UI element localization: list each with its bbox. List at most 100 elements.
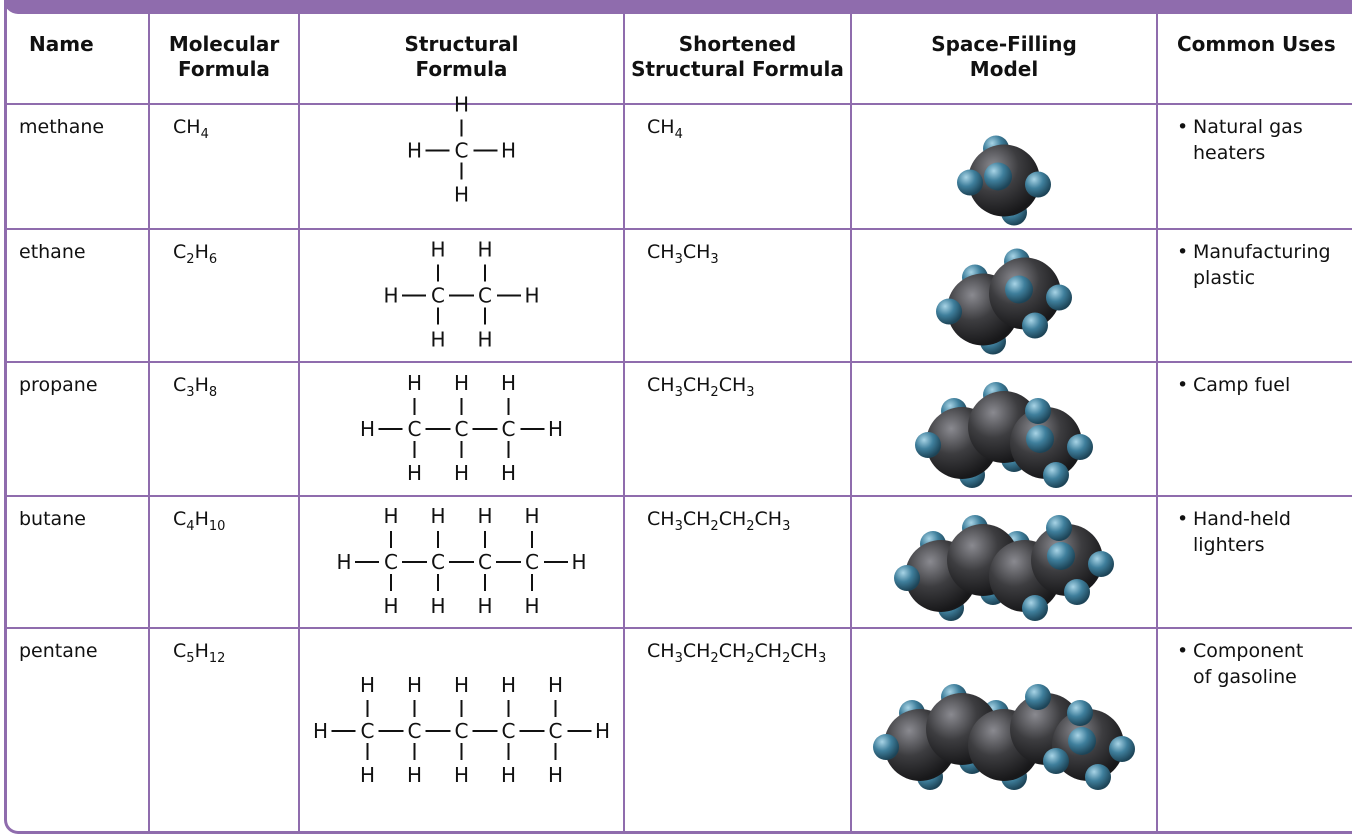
shortened-formula-part: CH bbox=[647, 241, 675, 263]
hydrogen-sphere bbox=[1043, 462, 1069, 488]
molecular-formula-part: C bbox=[173, 374, 187, 396]
carbon-atom: C bbox=[361, 719, 375, 743]
hydrogen-atom: H bbox=[383, 284, 398, 308]
hydrogen-atom: H bbox=[336, 550, 351, 574]
common-uses-text: Camp fuel bbox=[1193, 372, 1290, 398]
common-uses-line: Natural gas bbox=[1193, 116, 1303, 138]
space-filling-model bbox=[873, 684, 1135, 790]
hydrogen-atom: H bbox=[477, 238, 492, 262]
hydrogen-sphere bbox=[1022, 595, 1048, 621]
hydrogen-sphere bbox=[1047, 542, 1075, 570]
hydrogen-atom: H bbox=[454, 461, 469, 485]
molecular-formula: C3H8 bbox=[173, 372, 218, 400]
molecular-formula-subscript: 8 bbox=[208, 385, 218, 400]
shortened-formula-subscript: 2 bbox=[782, 651, 791, 666]
hydrogen-atom: H bbox=[501, 371, 516, 395]
hydrogen-sphere bbox=[1026, 425, 1054, 453]
hydrogen-sphere bbox=[1005, 275, 1033, 304]
common-uses-text: Manufacturing plastic bbox=[1193, 239, 1331, 291]
carbon-atom: C bbox=[431, 284, 445, 308]
header-name-line: Name bbox=[29, 32, 94, 56]
shortened-formula-part: CH bbox=[754, 508, 783, 530]
molecular-formula-part: H bbox=[194, 640, 209, 662]
hydrogen-atom: H bbox=[430, 504, 445, 528]
molecular-formula-part: C bbox=[173, 640, 187, 662]
shortened-formula-part: CH bbox=[647, 374, 675, 396]
shortened-formula-subscript: 3 bbox=[674, 252, 683, 267]
hydrogen-sphere bbox=[1043, 748, 1069, 774]
carbon-atom: C bbox=[408, 719, 422, 743]
common-uses-line: Manufacturing bbox=[1193, 241, 1331, 263]
row-name: butane bbox=[19, 508, 86, 530]
hydrogen-sphere bbox=[1025, 171, 1051, 198]
shortened-formula-subscript: 2 bbox=[710, 519, 719, 534]
hydrogen-sphere bbox=[1085, 764, 1111, 790]
shortened-formula-subscript: 3 bbox=[817, 651, 827, 666]
hydrogen-atom: H bbox=[524, 284, 539, 308]
shortened-formula-subscript: 2 bbox=[710, 651, 719, 666]
hydrogen-sphere bbox=[1046, 515, 1072, 541]
common-uses-line: plastic bbox=[1193, 267, 1256, 289]
hydrogen-sphere bbox=[1067, 434, 1093, 460]
carbon-atom: C bbox=[525, 550, 539, 574]
carbon-atom: C bbox=[455, 417, 469, 441]
molecular-formula-subscript: 6 bbox=[208, 252, 218, 267]
hydrogen-atom: H bbox=[454, 763, 469, 787]
hydrogen-sphere bbox=[984, 162, 1012, 191]
bullet-icon: • bbox=[1177, 640, 1189, 662]
table-grid bbox=[7, 12, 1352, 831]
header-shortened-line: Shortened bbox=[678, 32, 797, 56]
molecular-formula-subscript: 5 bbox=[186, 651, 195, 666]
hydrogen-atom: H bbox=[548, 417, 563, 441]
molecular-formula-subscript: 12 bbox=[208, 651, 226, 666]
carbon-atom: C bbox=[408, 417, 422, 441]
common-uses-line: heaters bbox=[1193, 142, 1266, 164]
hydrogen-sphere bbox=[1109, 736, 1135, 762]
carbon-atom: C bbox=[502, 417, 516, 441]
hydrogen-sphere bbox=[1088, 551, 1114, 577]
shortened-formula-part: CH bbox=[682, 508, 711, 530]
header-space-line: Space-Filling bbox=[931, 32, 1077, 56]
shortened-formula-subscript: 3 bbox=[674, 385, 683, 400]
hydrogen-sphere bbox=[1022, 312, 1048, 339]
shortened-formula-subscript: 3 bbox=[674, 651, 683, 666]
hydrogen-atom: H bbox=[360, 673, 375, 697]
hydrogen-atom: H bbox=[548, 673, 563, 697]
hydrogen-atom: H bbox=[360, 417, 375, 441]
hydrogen-atom: H bbox=[407, 763, 422, 787]
shortened-formula-part: CH bbox=[790, 640, 818, 662]
common-uses-text: Natural gas heaters bbox=[1193, 114, 1303, 166]
header-uses-line: Common Uses bbox=[1177, 32, 1336, 56]
molecular-formula: C2H6 bbox=[173, 239, 218, 267]
carbon-atom: C bbox=[549, 719, 563, 743]
hydrogen-atom: H bbox=[430, 594, 445, 618]
hydrogen-atom: H bbox=[407, 139, 422, 163]
shortened-formula: CH3CH2CH3 bbox=[647, 372, 755, 400]
hydrogen-sphere bbox=[1064, 579, 1090, 605]
shortened-formula-part: CH bbox=[682, 374, 711, 396]
molecular-formula-part: H bbox=[194, 374, 209, 396]
hydrogen-sphere bbox=[873, 734, 899, 760]
hydrogen-atom: H bbox=[477, 594, 492, 618]
hydrogen-atom: H bbox=[383, 504, 398, 528]
row-name: propane bbox=[19, 374, 98, 396]
hydrogen-atom: H bbox=[477, 328, 492, 352]
hydrogen-atom: H bbox=[501, 461, 516, 485]
common-uses-line: Camp fuel bbox=[1193, 374, 1291, 396]
row-name: pentane bbox=[19, 640, 98, 662]
hydrogen-atom: H bbox=[407, 371, 422, 395]
molecular-formula-subscript: 2 bbox=[186, 252, 195, 267]
header-shortened-line: Structural Formula bbox=[631, 57, 844, 81]
header-name: Name bbox=[7, 0, 149, 104]
molecular-formula-subscript: 4 bbox=[186, 519, 195, 534]
molecular-formula: C5H12 bbox=[173, 638, 226, 666]
hydrogen-atom: H bbox=[477, 504, 492, 528]
bullet-icon: • bbox=[1177, 116, 1189, 138]
common-uses-line: lighters bbox=[1193, 534, 1265, 556]
